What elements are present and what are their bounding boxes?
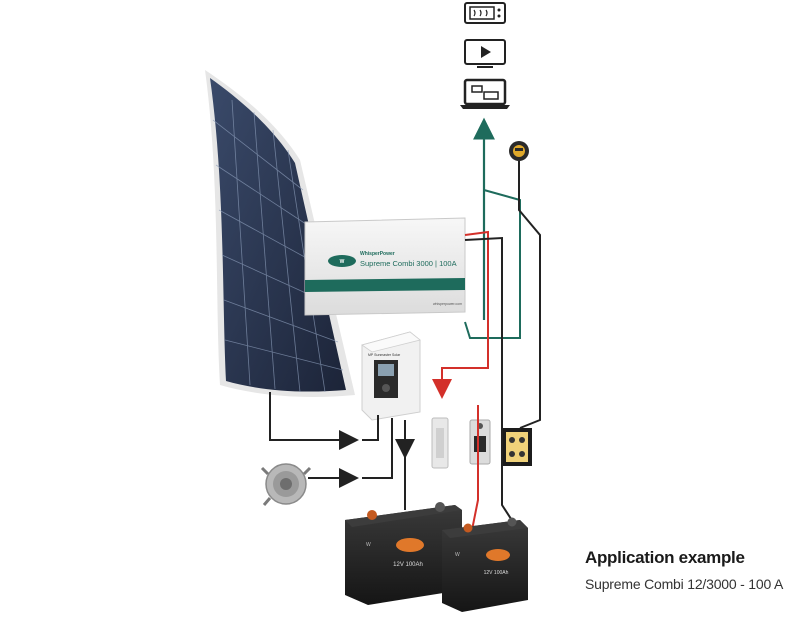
charge-controller: MP Sunmaster Solar (361, 331, 421, 421)
controller-junction-line (362, 415, 379, 441)
monitor-line (518, 161, 541, 429)
battery-large: 12V 100Ah W (345, 502, 462, 605)
dc-positive-battery-line (471, 405, 479, 531)
ac-input-line (464, 189, 521, 339)
fuse-holder (431, 417, 449, 469)
alternator (260, 463, 312, 506)
battery-small-label: 12V 100Ah (484, 570, 509, 576)
inverter-combi: W WhisperPower Supreme Combi 3000 | 100A… (304, 217, 466, 316)
inverter-model: Supreme Combi 3000 | 100A (360, 259, 457, 268)
inverter-brand: WhisperPower (360, 251, 395, 257)
controller-label: MP Sunmaster Solar (368, 353, 401, 357)
svg-text:W: W (455, 552, 460, 558)
svg-text:W: W (366, 542, 371, 548)
application-caption: Application example Supreme Combi 12/300… (585, 548, 783, 592)
microwave-icon (464, 2, 506, 24)
controller-output-line (362, 418, 393, 479)
svg-text:W: W (340, 259, 345, 265)
tv-icon (464, 39, 506, 68)
laptop-icon (460, 78, 510, 109)
caption-subtitle: Supreme Combi 12/3000 - 100 A (585, 576, 784, 592)
battery-large-label: 12V 100Ah (393, 562, 423, 568)
dc-negative-line (464, 236, 516, 526)
busbar (502, 428, 532, 466)
battery-small: 12V 100Ah W (442, 517, 528, 612)
inverter-website: whisperpower.com (433, 302, 462, 306)
dc-positive-line (432, 230, 489, 399)
battery-switch (469, 419, 491, 465)
gauge-icon (509, 141, 529, 161)
caption-title: Application example (585, 548, 745, 567)
solar-to-controller-line (269, 392, 359, 450)
